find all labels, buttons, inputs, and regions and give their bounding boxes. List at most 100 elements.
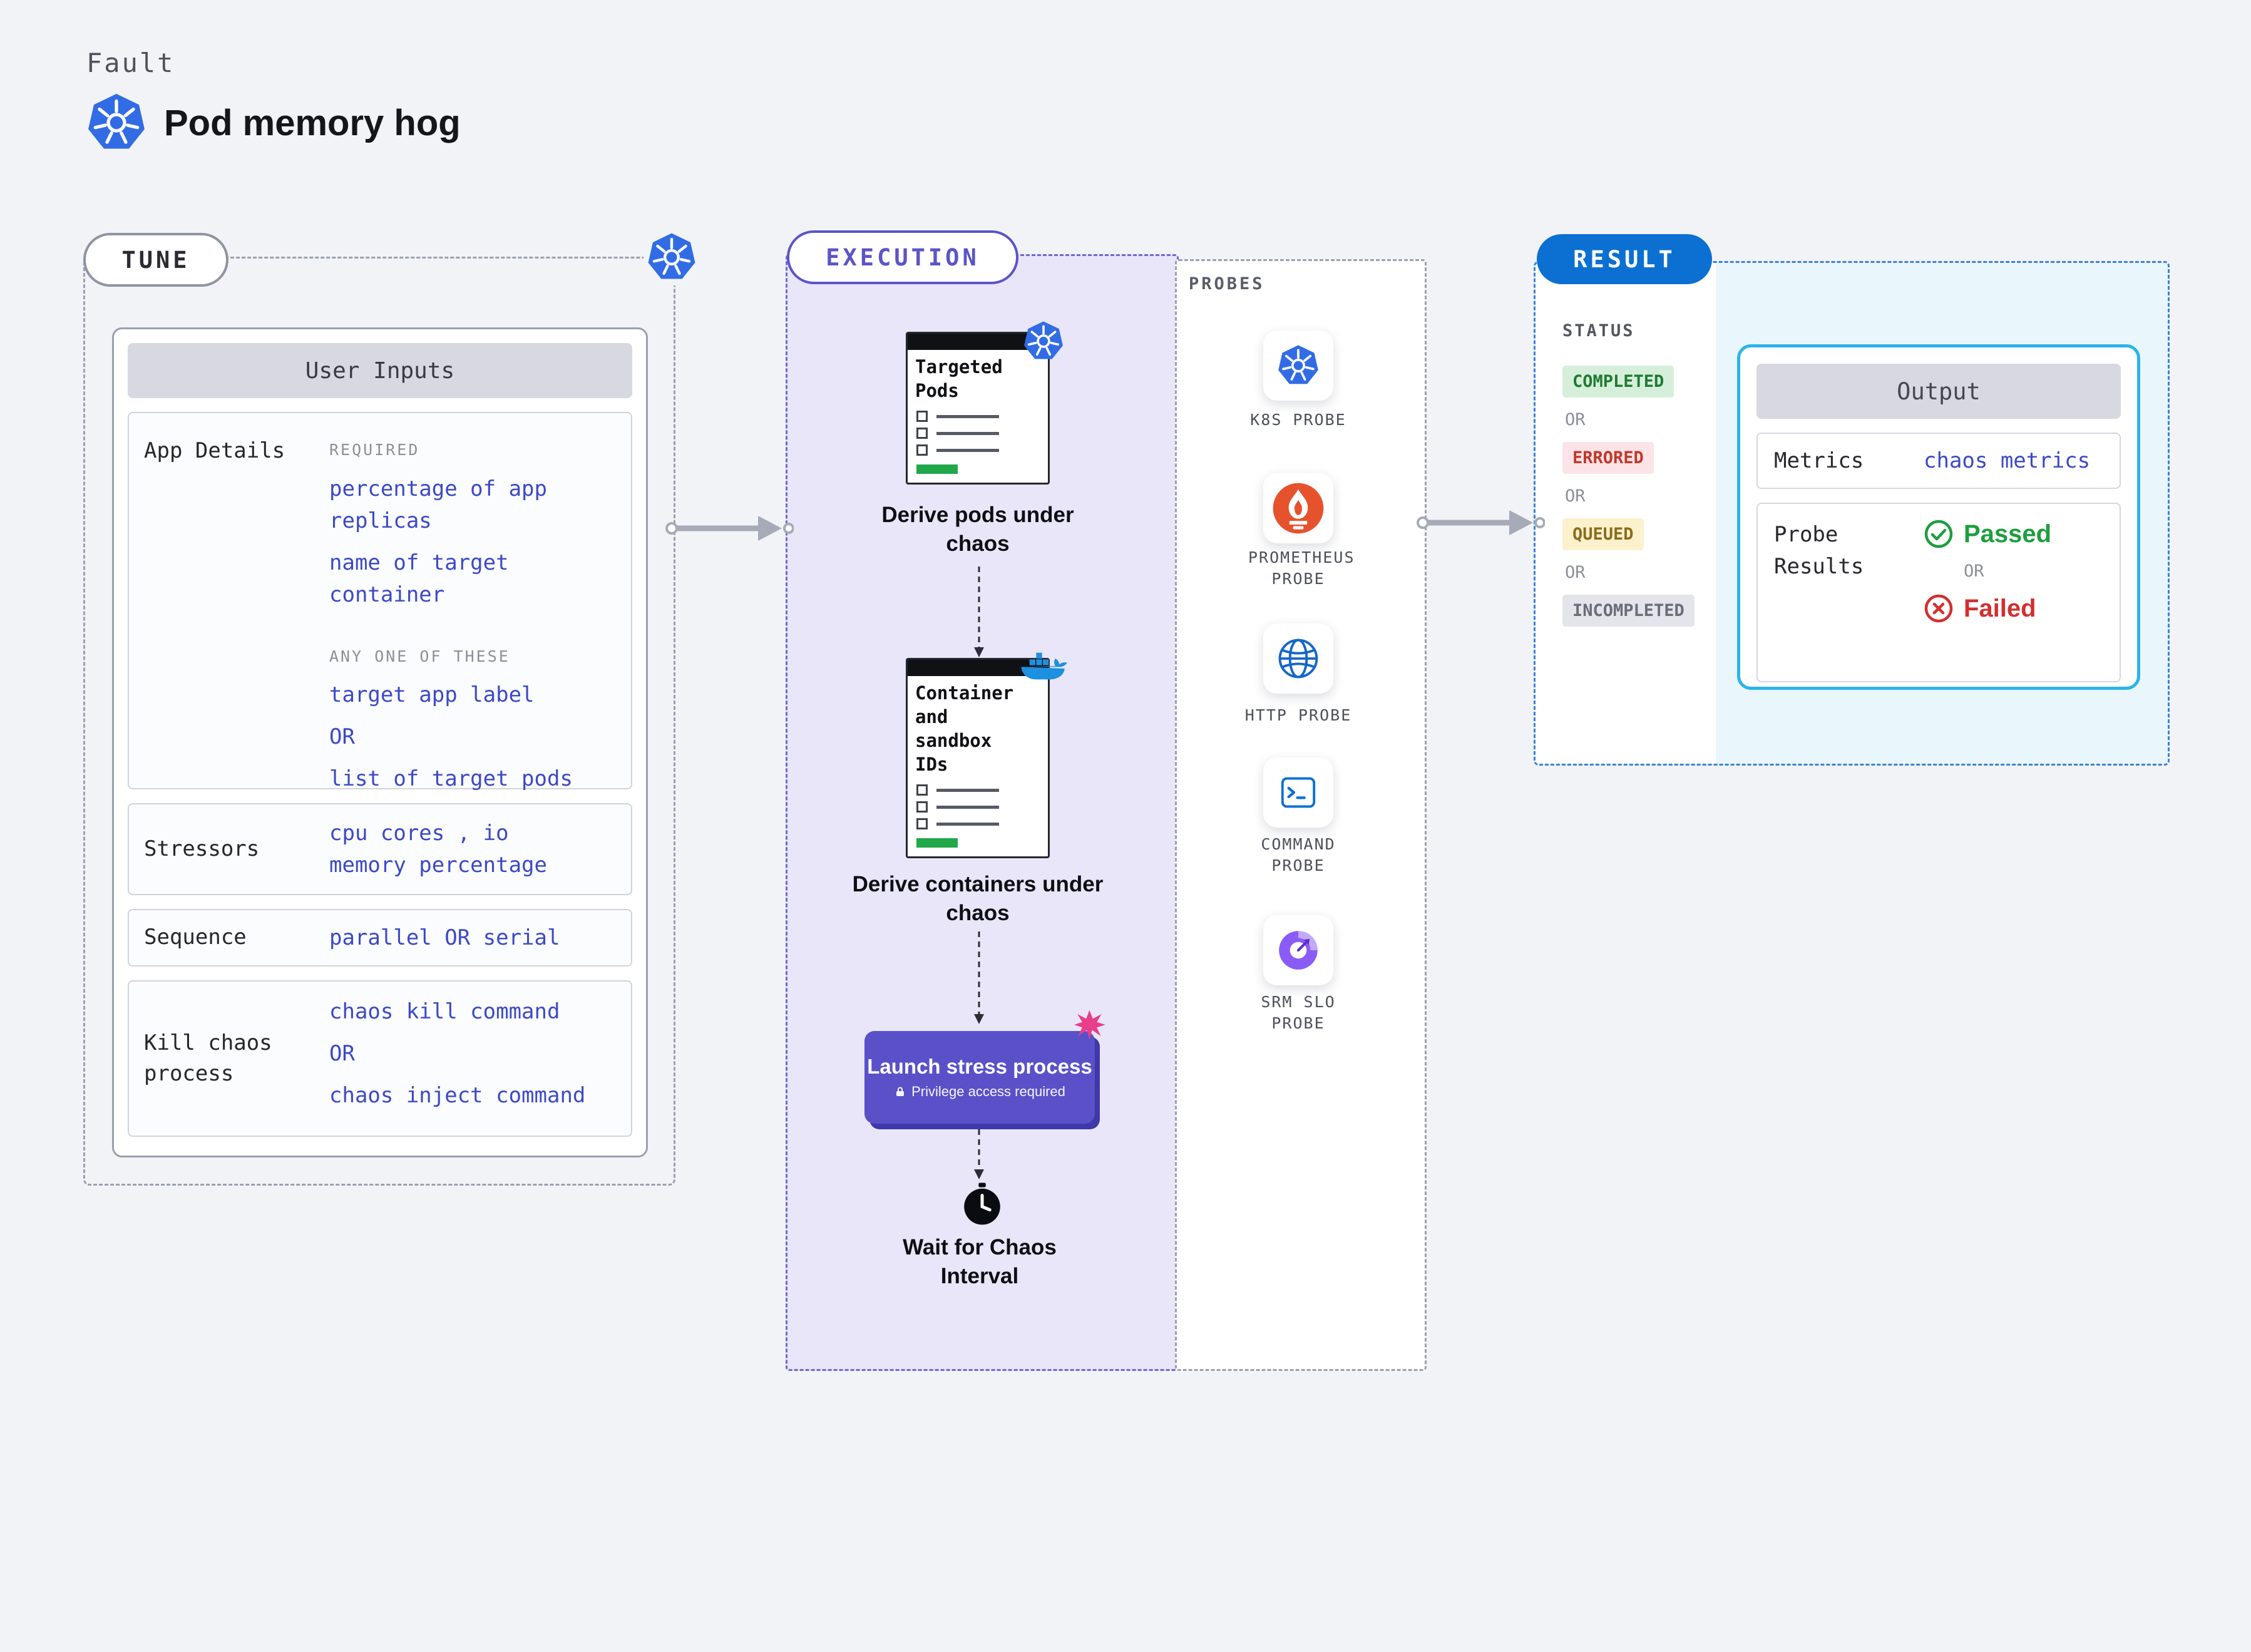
command-probe-card [1263, 757, 1333, 828]
sequence-value: parallel OR serial [329, 925, 560, 950]
page-header: Pod memory hog [86, 93, 461, 153]
or-label: OR [1565, 486, 1586, 506]
wait-caption: Wait for Chaos Interval [903, 1235, 1057, 1288]
flow-arrow-down [974, 567, 984, 657]
passed-line: Passed [1924, 519, 2051, 549]
srm-slo-probe-card [1263, 915, 1333, 985]
probe-label: HTTP PROBE [1244, 706, 1352, 724]
kill-chaos-line: chaos inject command [329, 1082, 586, 1108]
stressors-line: memory percentage [329, 852, 547, 878]
flow-arrow-down [974, 931, 984, 1024]
sequence-content: parallel OR serial [329, 906, 631, 970]
http-probe-card [1263, 623, 1333, 694]
required-heading: REQUIRED [329, 441, 420, 459]
kubernetes-icon [1023, 321, 1064, 361]
derive-containers-caption: Derive containers under chaos [852, 872, 1104, 925]
doc-title-bar [908, 334, 1048, 350]
metrics-label: Metrics [1774, 448, 1864, 473]
status-badge-errored: ERRORED [1562, 442, 1654, 474]
failed-label: Failed [1964, 594, 2036, 622]
status-badge-queued: QUEUED [1562, 518, 1644, 550]
output-header: Output [1756, 364, 2121, 419]
checkbox-icon [916, 801, 928, 813]
flow-arrow-execution-to-result [1417, 510, 1545, 535]
line-placeholder [936, 805, 999, 809]
doc-checkbox-row [916, 428, 1039, 439]
tune-section [83, 257, 675, 1186]
progress-bar [916, 838, 958, 848]
status-badge-incompleted: INCOMPLETED [1562, 595, 1695, 627]
probes-title: PROBES [1189, 274, 1265, 294]
result-pill: RESULT [1537, 234, 1712, 284]
fault-label: Fault [86, 48, 175, 78]
doc-checkbox-row [916, 818, 1039, 829]
check-circle-icon [1924, 520, 1953, 548]
or-label: OR [1565, 410, 1586, 429]
status-column: STATUS COMPLETED OR ERRORED OR QUEUED OR… [1562, 321, 1695, 639]
kill-chaos-line: chaos kill command [329, 998, 560, 1024]
probe-results-values: Passed OR Failed [1924, 519, 2051, 681]
failed-line: Failed [1924, 593, 2051, 623]
or-option: OR [329, 724, 355, 749]
required-item: percentage of app replicas [329, 476, 547, 533]
clock-icon [960, 1182, 1005, 1227]
app-details-content: REQUIRED percentage of app replicas name… [329, 413, 631, 821]
line-placeholder [936, 414, 999, 418]
checkbox-icon [916, 444, 928, 456]
stress-burst-icon [1074, 1010, 1105, 1040]
flow-arrow-down [974, 1129, 984, 1179]
status-heading: STATUS [1562, 321, 1635, 341]
probe-label: COMMAND PROBE [1261, 835, 1336, 875]
metrics-row: Metrics chaos metrics [1756, 433, 2121, 489]
row-app-details: App Details REQUIRED percentage of app r… [128, 412, 632, 791]
flow-arrow-tune-to-execution [665, 516, 794, 541]
passed-label: Passed [1964, 520, 2052, 548]
kubernetes-icon [644, 229, 700, 285]
targeted-pods-doc: Targeted Pods [906, 332, 1050, 485]
stressors-content: cpu cores , io memory percentage [329, 801, 631, 898]
x-circle-icon [1924, 594, 1953, 623]
or-label: OR [1565, 563, 1586, 582]
any-one-heading: ANY ONE OF THESE [329, 647, 510, 665]
progress-bar [916, 464, 958, 474]
probe-label: PROMETHEUS PROBE [1248, 548, 1355, 588]
stressors-label: Stressors [144, 836, 260, 861]
option-item: list of target pods [329, 766, 573, 791]
probe-results-label: Probe Results [1774, 522, 1864, 579]
probe-label: K8S PROBE [1250, 411, 1346, 429]
http-globe-icon [1278, 639, 1318, 679]
containers-doc: Container and sandbox IDs [906, 658, 1050, 858]
checkbox-icon [916, 818, 928, 829]
doc-checkbox-row [916, 444, 1039, 456]
kubernetes-icon [86, 93, 146, 153]
derive-pods-caption: Derive pods under chaos [881, 503, 1074, 556]
kubernetes-icon [1277, 344, 1320, 386]
checkbox-icon [916, 428, 928, 439]
checkbox-icon [916, 411, 928, 422]
required-item: name of target container [329, 550, 509, 607]
doc-checkbox-row [916, 801, 1039, 813]
line-placeholder [936, 822, 999, 826]
user-inputs-header: User Inputs [128, 343, 632, 398]
prometheus-icon [1273, 483, 1324, 534]
doc-title: Targeted Pods [915, 356, 1003, 401]
launch-stress-process-node: Launch stress process Privilege access r… [864, 1031, 1095, 1124]
launch-title: Launch stress process [867, 1055, 1092, 1079]
output-card: Output Metrics chaos metrics Probe Resul… [1737, 344, 2140, 690]
kill-chaos-label: Kill chaos process [144, 1030, 272, 1086]
or-option: OR [329, 1040, 355, 1066]
tune-pill: TUNE [83, 233, 228, 287]
doc-checkbox-row [916, 411, 1039, 422]
sequence-label: Sequence [144, 925, 247, 950]
srm-slo-icon [1279, 931, 1318, 970]
kill-chaos-content: chaos kill command OR chaos inject comma… [329, 980, 631, 1138]
result-status-pane [1536, 263, 1716, 764]
lock-icon [896, 1087, 905, 1096]
command-terminal-icon [1281, 777, 1316, 808]
k8s-probe-card [1263, 331, 1333, 401]
probe-results-row: Probe Results Passed OR Failed [1756, 503, 2121, 682]
execution-pill: EXECUTION [787, 230, 1018, 284]
line-placeholder [936, 788, 999, 792]
app-details-label: App Details [144, 438, 285, 463]
